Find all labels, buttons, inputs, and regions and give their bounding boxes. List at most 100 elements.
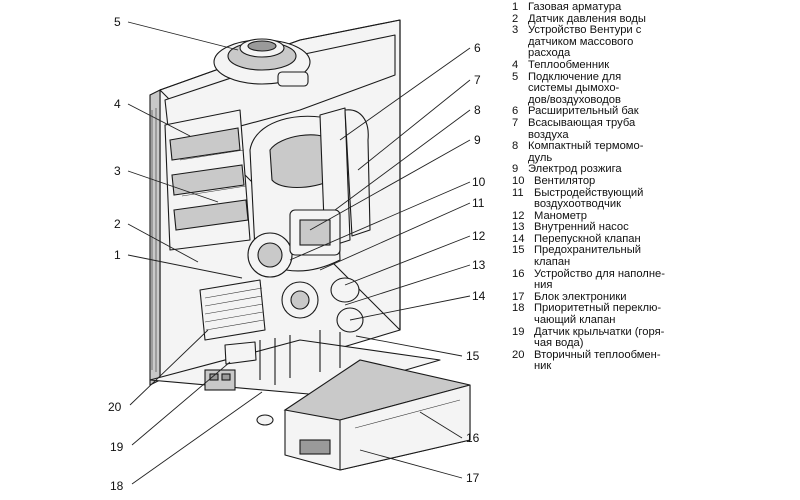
legend-text: Перепускной клапан [534, 232, 641, 245]
legend-number: 6 [512, 105, 519, 118]
legend-text: Устройство Вентури с датчиком массового … [528, 24, 642, 60]
legend-item: 11 Быстродействующий воздухоотводчик [512, 186, 796, 211]
leader-19 [131, 361, 231, 446]
callout-6: 6 [474, 41, 481, 55]
legend-item: 4 Теплообменник [512, 58, 796, 72]
legend-number: 19 [512, 325, 525, 338]
leader-18 [131, 391, 263, 485]
callout-9: 9 [474, 133, 481, 147]
legend-number: 20 [512, 348, 525, 361]
legend-item: 6 Расширительный бак [512, 106, 796, 118]
legend-text: Быстродействующий воздухоотводчик [534, 186, 644, 211]
legend-text: Подключение для системы дымохо- дов/возд… [528, 70, 622, 106]
callout-2: 2 [114, 217, 121, 231]
callout-1: 1 [114, 248, 121, 262]
legend-number: 12 [512, 209, 525, 222]
legend-text: Датчик крыльчатки (горя- чая вода) [534, 325, 665, 350]
legend-number: 9 [512, 163, 519, 176]
leader-10 [289, 181, 471, 261]
legend-text: Манометр [534, 209, 587, 222]
secondary-heat-exchanger [199, 279, 266, 341]
leader-15 [355, 335, 463, 357]
legend-text: Предохранительный клапан [534, 244, 642, 269]
legend-text: Приоритетный переклю- чающий клапан [534, 302, 662, 327]
callout-10: 10 [472, 175, 486, 189]
legend-text: Всасывающая труба воздуха [528, 116, 636, 141]
legend-number: 18 [512, 302, 525, 315]
legend-number: 4 [512, 58, 519, 71]
legend-text: Компактный термомо- дуль [528, 140, 644, 164]
legend-text: Блок электроники [534, 290, 627, 303]
callout-19: 19 [110, 440, 124, 454]
callout-14: 14 [472, 289, 486, 303]
callout-15: 15 [466, 349, 480, 363]
heat-exchanger [164, 109, 251, 251]
legend-text: Газовая арматура [528, 1, 622, 13]
leader-20 [129, 329, 209, 406]
leader-9 [309, 139, 471, 231]
legend-number: 15 [512, 244, 525, 257]
legend-number: 5 [512, 70, 519, 83]
callout-3: 3 [114, 164, 121, 178]
leader-lines [127, 21, 471, 485]
legend-number: 1 [512, 1, 519, 13]
leader-17 [359, 449, 463, 479]
legend-item: 8 Компактный термомо- дуль [512, 140, 796, 164]
bottom-connections [204, 369, 274, 426]
legend-number: 11 [512, 186, 524, 199]
leader-7 [357, 79, 471, 171]
legend-number: 7 [512, 116, 519, 129]
legend-number: 2 [512, 12, 519, 25]
legend-number: 8 [512, 140, 519, 153]
legend-number: 17 [512, 290, 525, 303]
leader-11 [319, 202, 471, 271]
callout-4: 4 [114, 97, 121, 111]
legend-item: 20 Вторичный теплообмен- ник [512, 348, 796, 373]
callout-11: 11 [472, 196, 485, 210]
legend-item: 19 Датчик крыльчатки (горя- чая вода) [512, 325, 796, 350]
legend-text: Вторичный теплообмен- ник [534, 348, 661, 373]
leader-2 [127, 223, 199, 263]
legend-item: 16 Устройство для наполне- ния [512, 267, 796, 292]
leader-4 [127, 103, 191, 137]
legend-number: 3 [512, 24, 519, 37]
callout-5: 5 [114, 15, 121, 29]
callout-18: 18 [110, 479, 124, 493]
leader-16 [419, 411, 463, 439]
electronics-box [283, 359, 471, 471]
legend-item: 5 Подключение для системы дымохо- дов/воз… [512, 70, 796, 107]
leader-14 [349, 295, 471, 321]
callout-16: 16 [466, 431, 480, 445]
leader-5 [127, 21, 239, 51]
leader-8 [334, 109, 471, 211]
leader-12 [344, 235, 471, 286]
legend-item: 12 Манометр [512, 209, 796, 223]
legend-item: 7 Всасывающая труба воздуха [512, 116, 796, 141]
leader-1 [127, 254, 243, 279]
leader-3 [127, 170, 219, 203]
legend-number: 16 [512, 267, 525, 280]
legend-item: 17 Блок электроники [512, 290, 796, 304]
callout-20: 20 [108, 400, 122, 414]
legend-text: Вентилятор [534, 174, 596, 187]
legend-item: 3 Устройство Вентури с датчиком массового… [512, 24, 796, 60]
legend-item: 1 Газовая арматура [512, 1, 796, 14]
leader-13 [344, 264, 471, 306]
legend-text: Теплообменник [528, 58, 610, 71]
legend-item: 15 Предохранительный клапан [512, 245, 796, 268]
callout-7: 7 [474, 73, 481, 87]
callout-13: 13 [472, 258, 486, 272]
legend-text: Устройство для наполне- ния [534, 267, 665, 292]
legend-number: 13 [512, 221, 525, 234]
callout-8: 8 [474, 103, 481, 117]
pump-and-valves [224, 277, 364, 385]
callout-17: 17 [466, 471, 480, 485]
legend-text: Расширительный бак [528, 105, 639, 118]
